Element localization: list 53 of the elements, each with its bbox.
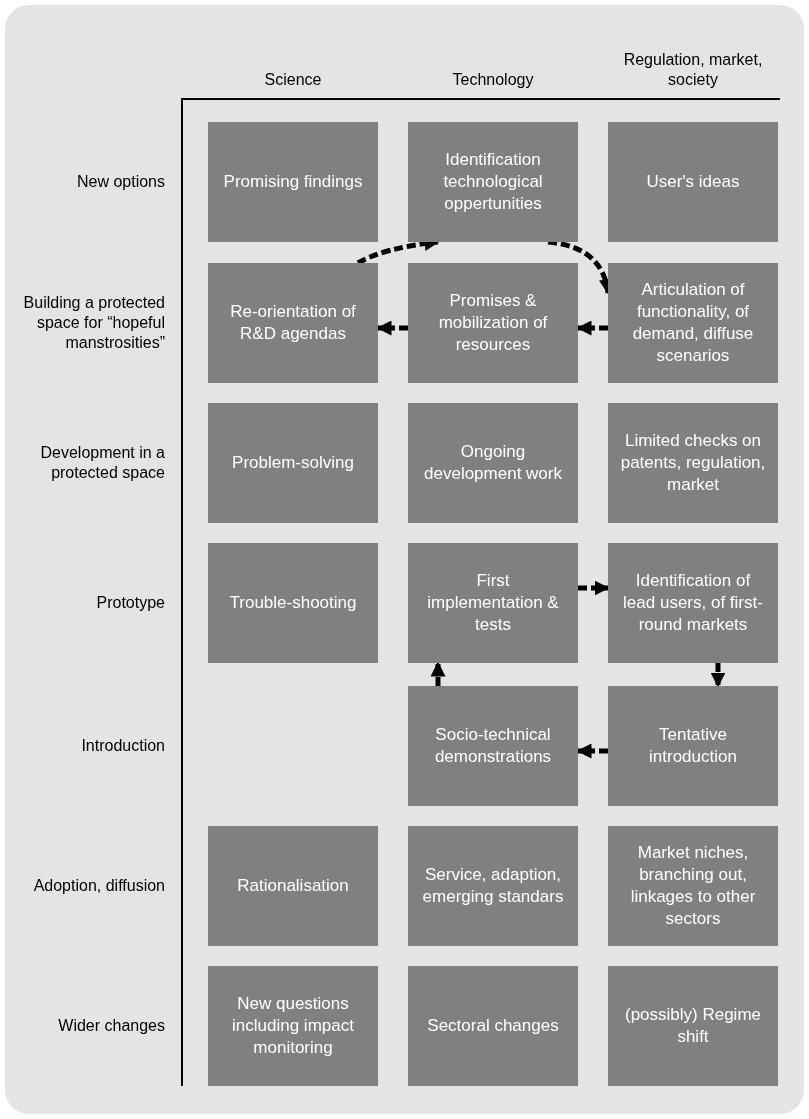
- column-header: Science: [263, 70, 323, 90]
- box-text: Articulation of functionality, of demand, diffuse scenarios: [631, 279, 755, 367]
- box-text: Ongoing development work: [423, 441, 563, 485]
- process-box: [208, 122, 378, 242]
- process-box: [408, 122, 578, 242]
- process-box: [208, 263, 378, 383]
- process-box: [608, 263, 778, 383]
- box-text: Trouble-shooting: [229, 592, 357, 614]
- box-text: (possibly) Regime shift: [623, 1004, 762, 1048]
- process-box: [408, 263, 578, 383]
- process-box: [608, 403, 778, 523]
- row-label: Adoption, diffusion: [32, 876, 165, 896]
- box-text: Problem-solving: [232, 452, 354, 474]
- box-text: Market niches, branching out, linkages to other sectors: [629, 842, 757, 930]
- box-text: Sectoral changes: [427, 1015, 559, 1037]
- process-box: [608, 543, 778, 663]
- row-label: Prototype: [95, 593, 165, 613]
- row-label: Introduction: [80, 736, 165, 756]
- process-box: [208, 543, 378, 663]
- box-text: Identification of lead users, of first-round markets: [622, 570, 764, 636]
- process-box: [608, 966, 778, 1086]
- process-box: [408, 543, 578, 663]
- box-text: Tentative introduction: [648, 724, 738, 768]
- row-label: New options: [75, 172, 165, 192]
- row-label: Building a protected space for “hopeful manstrosities”: [22, 293, 165, 353]
- box-text: Socio-technical demonstrations: [433, 724, 553, 768]
- process-box: [408, 966, 578, 1086]
- box-text: Re-orientation of R&D agendas: [229, 301, 357, 345]
- process-box: [408, 403, 578, 523]
- dashed-arrow: [430, 661, 446, 686]
- process-box: [208, 966, 378, 1086]
- row-label: Wider changes: [57, 1016, 165, 1036]
- box-text: User's ideas: [646, 171, 740, 193]
- process-box: [408, 826, 578, 946]
- process-box: [608, 122, 778, 242]
- process-box: [408, 686, 578, 806]
- box-text: Service, adaption, emerging standars: [421, 864, 565, 908]
- process-box: [208, 403, 378, 523]
- box-text: Promising findings: [223, 171, 363, 193]
- row-label: Development in a protected space: [39, 443, 165, 483]
- process-box: [608, 686, 778, 806]
- box-text: First implementation & tests: [426, 570, 560, 636]
- process-box: [208, 826, 378, 946]
- column-header: Regulation, market, society: [622, 50, 764, 90]
- box-text: Rationalisation: [237, 875, 349, 897]
- box-text: Identification technological oppertunities: [442, 149, 544, 215]
- box-text: Limited checks on patents, regulation, market: [619, 430, 767, 496]
- column-header: Technology: [451, 70, 535, 90]
- box-text: New questions including impact monitoring: [231, 993, 355, 1059]
- process-box: [608, 826, 778, 946]
- dashed-arrow: [578, 580, 610, 596]
- box-text: Promises & mobilization of resources: [437, 290, 549, 356]
- dashed-arrow: [710, 663, 726, 688]
